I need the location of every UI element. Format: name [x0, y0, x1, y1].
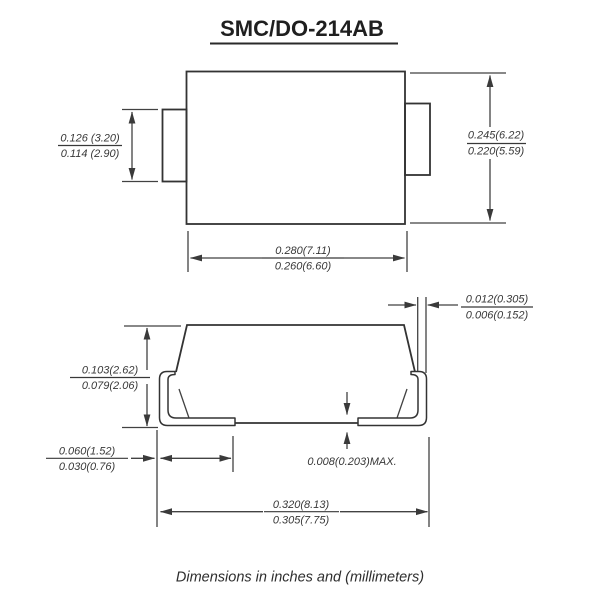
- dim-max-label: 0.245(6.22): [468, 130, 525, 142]
- dim-body-height: 0.245(6.22) 0.220(5.59): [410, 72, 526, 224]
- dim-min-label: 0.114 (2.90): [61, 148, 120, 160]
- dim-body-width: 0.280(7.11) 0.260(6.60): [187, 231, 408, 273]
- dim-min-label: 0.006(0.152): [466, 310, 529, 322]
- right-lead-bend: [357, 370, 428, 427]
- dim-standoff: 0.008(0.203)MAX.: [307, 392, 397, 468]
- dim-max-label: 0.060(1.52): [59, 446, 116, 458]
- dim-tab-height: 0.126 (3.20) 0.114 (2.90): [58, 108, 158, 183]
- dim-profile-height: 0.103(2.62) 0.079(2.06): [70, 325, 181, 429]
- dim-max-label: 0.012(0.305): [466, 294, 529, 306]
- left-lead-bend: [158, 370, 236, 427]
- dim-max-label: 0.103(2.62): [82, 365, 139, 377]
- right-terminal-tab: [404, 102, 431, 176]
- dim-overall-width: 0.320(8.13) 0.305(7.75): [160, 437, 430, 527]
- dim-min-label: 0.305(7.75): [273, 515, 330, 527]
- dim-min-label: 0.030(0.76): [59, 461, 116, 473]
- dim-min-label: 0.220(5.59): [468, 146, 525, 158]
- left-terminal-tab: [161, 108, 188, 183]
- dim-min-label: 0.079(2.06): [82, 380, 139, 392]
- body-outline-side: [175, 324, 416, 373]
- body-outline-top: [185, 70, 406, 225]
- body-lower-right-edge: [396, 388, 408, 419]
- standoff-label: 0.008(0.203)MAX.: [307, 456, 396, 468]
- dim-max-label: 0.280(7.11): [275, 245, 331, 257]
- page-title: SMC/DO-214AB: [220, 16, 384, 41]
- dim-max-label: 0.126 (3.20): [60, 133, 120, 145]
- side-view: 0.012(0.305) 0.006(0.152) 0.103(2.62) 0.…: [46, 294, 533, 527]
- dim-lead-thickness: 0.012(0.305) 0.006(0.152): [388, 294, 533, 373]
- dim-foot-length: 0.060(1.52) 0.030(0.76): [46, 430, 234, 527]
- units-note: Dimensions in inches and (millimeters): [176, 570, 424, 586]
- top-view: 0.126 (3.20) 0.114 (2.90) 0.245(6.22) 0.…: [58, 70, 526, 273]
- dim-max-label: 0.320(8.13): [273, 499, 330, 511]
- dim-min-label: 0.260(6.60): [275, 261, 332, 273]
- body-lower-left-edge: [178, 388, 190, 419]
